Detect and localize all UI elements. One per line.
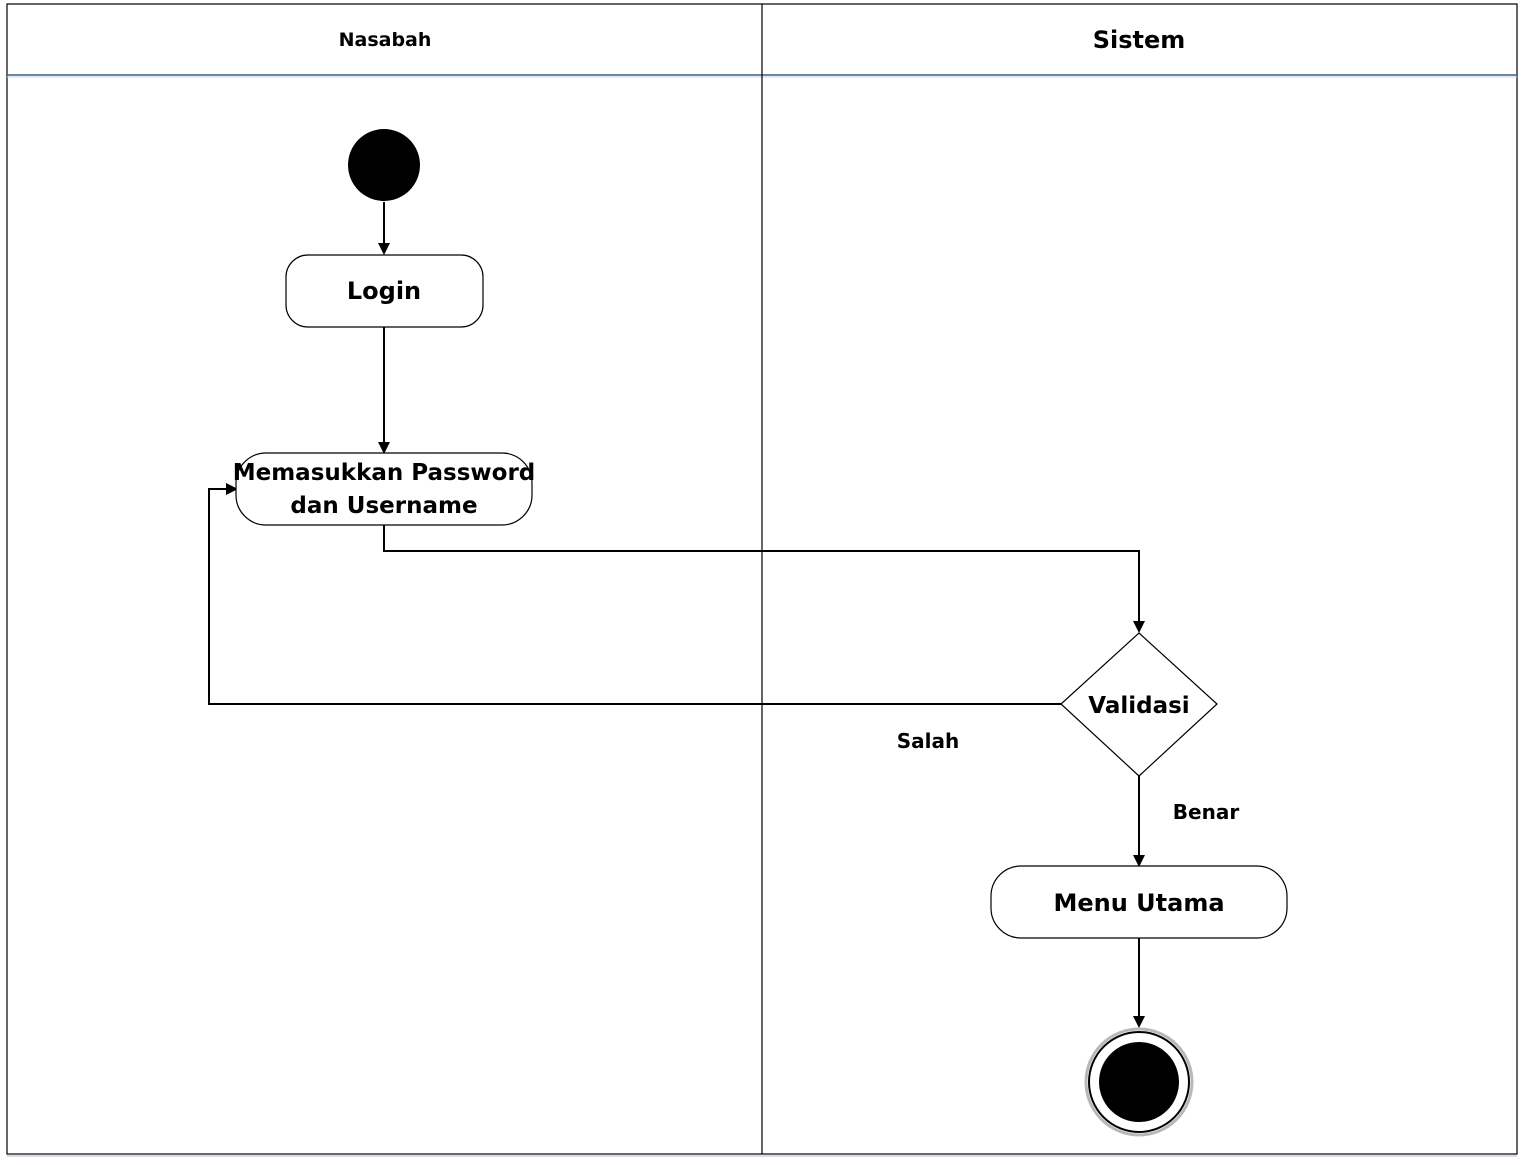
activity-login-label: Login — [347, 277, 421, 305]
activity-input-box — [235, 452, 533, 526]
edge-input-to-validasi — [383, 525, 1145, 633]
activity-menu-box — [990, 865, 1288, 939]
swimlane-frame — [6, 3, 1518, 1157]
edges — [208, 202, 1145, 1028]
activity-input-label-line2: dan Username — [290, 493, 477, 519]
activity-menu-utama: Menu Utama — [990, 865, 1288, 939]
activity-menu-label: Menu Utama — [1053, 889, 1224, 917]
activity-input-credentials: Memasukkan Password dan Username — [233, 452, 536, 526]
activity-login-box — [285, 254, 484, 328]
activity-input-label-line1: Memasukkan Password — [233, 460, 536, 486]
decision-diamond — [1060, 632, 1218, 777]
decision-label: Validasi — [1088, 693, 1189, 719]
end-node — [1084, 1027, 1194, 1137]
activity-login: Login — [285, 254, 484, 328]
end-node-core — [1099, 1042, 1179, 1122]
lane-title-sistem: Sistem — [1093, 26, 1186, 54]
edge-validasi-salah-to-input — [208, 483, 1062, 705]
guard-label-benar: Benar — [1173, 800, 1240, 824]
start-node — [348, 129, 420, 201]
decision-validasi: Validasi — [1060, 632, 1218, 777]
guard-label-salah: Salah — [897, 729, 960, 753]
lane-title-nasabah: Nasabah — [339, 29, 432, 51]
